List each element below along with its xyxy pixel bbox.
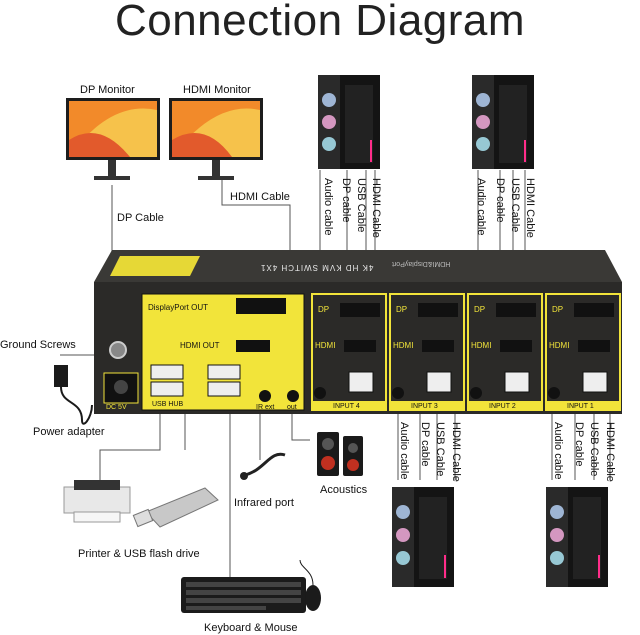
dp-monitor-label: DP Monitor <box>80 84 135 96</box>
bottom2-audio-cable-label: Audio cable <box>552 422 564 480</box>
keyboard-mouse-label: Keyboard & Mouse <box>204 622 298 634</box>
infrared-port-label: Infrared port <box>234 497 294 509</box>
input3-hdmi-label: HDMI <box>393 341 414 350</box>
pc-tower-bottom-2 <box>546 487 608 587</box>
input2-hdmi-label: HDMI <box>471 341 492 350</box>
top1-audio-cable-label: Audio cable <box>322 178 334 236</box>
printer-usb-label: Printer & USB flash drive <box>78 548 200 560</box>
dp-monitor <box>66 98 160 180</box>
top1-dp-cable-label: DP cable <box>340 178 352 223</box>
top2-usb-cable-label: USB Cable <box>509 178 521 233</box>
input1-hdmi-label: HDMI <box>549 341 570 350</box>
switch-name: 4K HD KVM SWITCH 4X1 <box>260 263 374 272</box>
bottom1-dp-cable-label: DP cable <box>419 422 431 467</box>
ir-ext-label: IR ext <box>256 404 275 411</box>
input3-dp-label: DP <box>396 305 408 314</box>
bottom1-audio-cable-label: Audio cable <box>398 422 410 480</box>
top2-audio-cable-label: Audio cable <box>475 178 487 236</box>
hdmi-monitor <box>169 98 263 180</box>
power-adapter <box>54 365 93 425</box>
kvm-switch <box>94 250 622 414</box>
top1-hdmi-cable-label: HDMI Cable <box>370 178 382 238</box>
hdmi-monitor-label: HDMI Monitor <box>183 84 251 96</box>
acoustics-label: Acoustics <box>320 484 368 496</box>
pc-tower-top-2 <box>472 75 534 169</box>
top2-hdmi-cable-label: HDMI Cable <box>524 178 536 238</box>
bottom1-usb-cable-label: USB Cable <box>434 422 446 477</box>
bottom2-dp-cable-label: DP cable <box>573 422 585 467</box>
usb-flash-drive <box>132 487 219 528</box>
mouse <box>299 559 321 611</box>
bottom1-hdmi-cable-label: HDMI Cable <box>450 422 462 482</box>
keyboard <box>181 577 306 613</box>
speakers <box>317 432 363 476</box>
power-adapter-label: Power adapter <box>33 426 105 438</box>
top2-dp-cable-label: DP cable <box>494 178 506 223</box>
input4-dp-label: DP <box>318 305 330 314</box>
bottom2-hdmi-cable-label: HDMI Cable <box>604 422 616 482</box>
pc-tower-bottom-1 <box>392 487 454 587</box>
hdmi-out-label: HDMI OUT <box>180 341 220 350</box>
input1-label: INPUT 1 <box>567 403 594 410</box>
input2-label: INPUT 2 <box>489 403 516 410</box>
infrared-receiver <box>240 452 286 480</box>
input4-label: INPUT 4 <box>333 403 360 410</box>
input3-label: INPUT 3 <box>411 403 438 410</box>
printer <box>63 480 131 523</box>
audio-out-label: out <box>287 404 297 411</box>
hdmi-cable-label: HDMI Cable <box>230 191 290 203</box>
bottom2-usb-cable-label: USB Cable <box>588 422 600 477</box>
dc-label: DC 5V <box>106 404 127 411</box>
input4-hdmi-label: HDMI <box>315 341 336 350</box>
usb-hub-label: USB HUB <box>152 401 184 408</box>
input2-dp-label: DP <box>474 305 486 314</box>
ground-screws-label: Ground Screws <box>0 339 76 351</box>
input1-dp-label: DP <box>552 305 564 314</box>
top1-usb-cable-label: USB Cable <box>355 178 367 233</box>
switch-subtitle: HDMI&DisplayPort <box>392 260 451 267</box>
pc-tower-top-1 <box>318 75 380 169</box>
dp-cable-label: DP Cable <box>117 212 164 224</box>
displayport-out-label: DisplayPort OUT <box>148 303 209 312</box>
page-title: Connection Diagram <box>114 0 526 45</box>
